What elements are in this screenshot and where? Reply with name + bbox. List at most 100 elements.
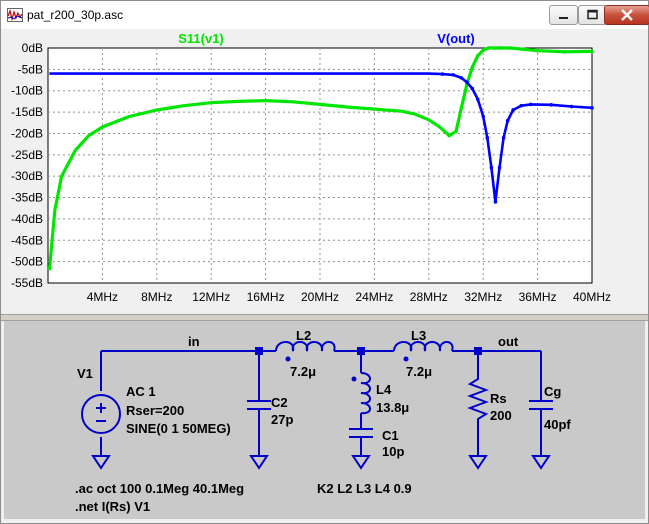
vout-data-point	[440, 72, 445, 76]
y-tick-label: -55dB	[11, 276, 43, 290]
s11-data-point	[470, 65, 475, 70]
vout-data-point	[451, 73, 456, 77]
y-tick-label: -10dB	[11, 84, 43, 98]
l3-ref: L3	[411, 328, 426, 343]
close-button[interactable]	[604, 5, 649, 25]
s11-data-point	[459, 106, 464, 110]
window-title: pat_r200_30p.asc	[27, 8, 124, 22]
y-tick-label: -50dB	[11, 255, 43, 269]
vout-data-point	[529, 102, 533, 107]
vout-data-point	[519, 103, 524, 108]
x-tick-label: 4MHz	[87, 290, 118, 304]
directive-coupling[interactable]: K2 L2 L3 L4 0.9	[317, 481, 412, 496]
x-tick-label: 32MHz	[464, 290, 502, 304]
vout-data-point	[511, 108, 515, 112]
maximize-button[interactable]	[578, 5, 607, 25]
x-tick-label: 40MHz	[573, 290, 611, 304]
s11-data-point	[508, 46, 513, 50]
x-tick-label: 20MHz	[301, 290, 339, 304]
s11-data-point	[522, 47, 526, 52]
y-tick-label: -5dB	[18, 62, 43, 76]
schematic-pane[interactable]: in out V1 AC 1 Rser=200 SINE(0 1 50MEG) …	[4, 321, 645, 519]
x-tick-label: 28MHz	[410, 290, 448, 304]
s11-data-point	[563, 50, 567, 54]
y-tick-label: -40dB	[11, 212, 43, 226]
net-label-in: in	[188, 334, 200, 349]
waveform-icon	[7, 8, 23, 22]
y-tick-label: 0dB	[22, 41, 43, 55]
directive-net[interactable]: .net I(Rs) V1	[75, 499, 150, 514]
c1-value: 10p	[382, 444, 404, 459]
c2-value: 27p	[271, 412, 293, 427]
x-tick-label: 8MHz	[141, 290, 172, 304]
vout-data-point	[549, 103, 553, 107]
vout-data-point	[505, 118, 510, 123]
schematic-canvas: in out V1 AC 1 Rser=200 SINE(0 1 50MEG) …	[75, 328, 571, 514]
y-tick-label: -45dB	[11, 233, 43, 247]
pane-splitter[interactable]	[1, 314, 648, 321]
l2-value: 7.2μ	[290, 364, 316, 379]
schematic-junctions	[255, 347, 482, 382]
y-tick-label: -15dB	[11, 105, 43, 119]
v1-line-1: AC 1	[126, 384, 156, 399]
vout-data-point	[501, 135, 506, 140]
x-tick-label: 36MHz	[519, 290, 557, 304]
cg-ref: Cg	[544, 384, 561, 399]
waveform-plot[interactable]: 4MHz 8MHz 12MHz 16MHz 20MHz 24MHz 28MHz 32MHz 36…	[1, 30, 615, 314]
vout-data-point	[485, 135, 490, 140]
y-tick-label: -30dB	[11, 169, 43, 183]
s11-data-point	[475, 53, 480, 58]
v1-line-3: SINE(0 1 50MEG)	[126, 421, 231, 436]
v1-line-2: Rser=200	[126, 403, 184, 418]
l3-value: 7.2μ	[406, 364, 432, 379]
x-tick-label: 24MHz	[355, 290, 393, 304]
rs-ref: Rs	[490, 391, 507, 406]
s11-data-point	[454, 129, 458, 134]
s11-data-point	[486, 46, 491, 50]
rs-value: 200	[490, 408, 512, 423]
l2-ref: L2	[296, 328, 311, 343]
schematic-wires	[81, 341, 553, 470]
maximize-icon	[587, 9, 598, 20]
minimize-button[interactable]	[549, 5, 578, 25]
x-tick-label: 12MHz	[192, 290, 230, 304]
title-bar[interactable]: pat_r200_30p.asc	[1, 1, 649, 29]
vout-data-point	[481, 114, 486, 119]
cg-value: 40pf	[544, 417, 571, 432]
vout-data-point	[497, 165, 502, 170]
vout-data-point	[493, 200, 498, 204]
l4-ref: L4	[376, 382, 392, 397]
c1-ref: C1	[382, 428, 399, 443]
minimize-icon	[559, 17, 568, 19]
y-tick-label: -25dB	[11, 148, 43, 162]
s11-data-point	[590, 49, 594, 54]
l4-value: 13.8μ	[376, 400, 409, 415]
y-tick-label: -35dB	[11, 191, 43, 205]
s11-data-point	[481, 48, 486, 52]
vout-data-point	[569, 104, 574, 109]
vout-series-line	[49, 72, 593, 204]
s11-data-point	[497, 46, 502, 50]
s11-vout-chart[interactable]: 4MHz 8MHz 12MHz 16MHz 20MHz 24MHz 28MHz 32MHz 36…	[1, 30, 615, 314]
x-tick-label: 16MHz	[247, 290, 285, 304]
s11-data-point	[492, 46, 496, 50]
vout-data-point	[489, 165, 494, 170]
directive-ac[interactable]: .ac oct 100 0.1Meg 40.1Meg	[75, 481, 244, 496]
vout-data-point	[459, 76, 464, 80]
schematic-labels: in out V1 AC 1 Rser=200 SINE(0 1 50MEG) …	[75, 328, 571, 514]
vout-data-point	[465, 80, 469, 84]
series-label[interactable]: V(out)	[437, 31, 475, 46]
vout-data-point	[470, 86, 475, 91]
s11-data-point	[447, 133, 452, 138]
v1-ref: V1	[77, 366, 93, 381]
s11-series-line	[47, 46, 593, 271]
s11-data-point	[535, 48, 540, 53]
vout-data-point	[475, 97, 480, 102]
vout-data-point	[590, 106, 594, 110]
c2-ref: C2	[271, 395, 288, 410]
series-label[interactable]: S11(v1)	[178, 31, 224, 46]
close-icon	[621, 9, 633, 21]
y-tick-label: -20dB	[11, 126, 43, 140]
net-label-out: out	[498, 334, 519, 349]
